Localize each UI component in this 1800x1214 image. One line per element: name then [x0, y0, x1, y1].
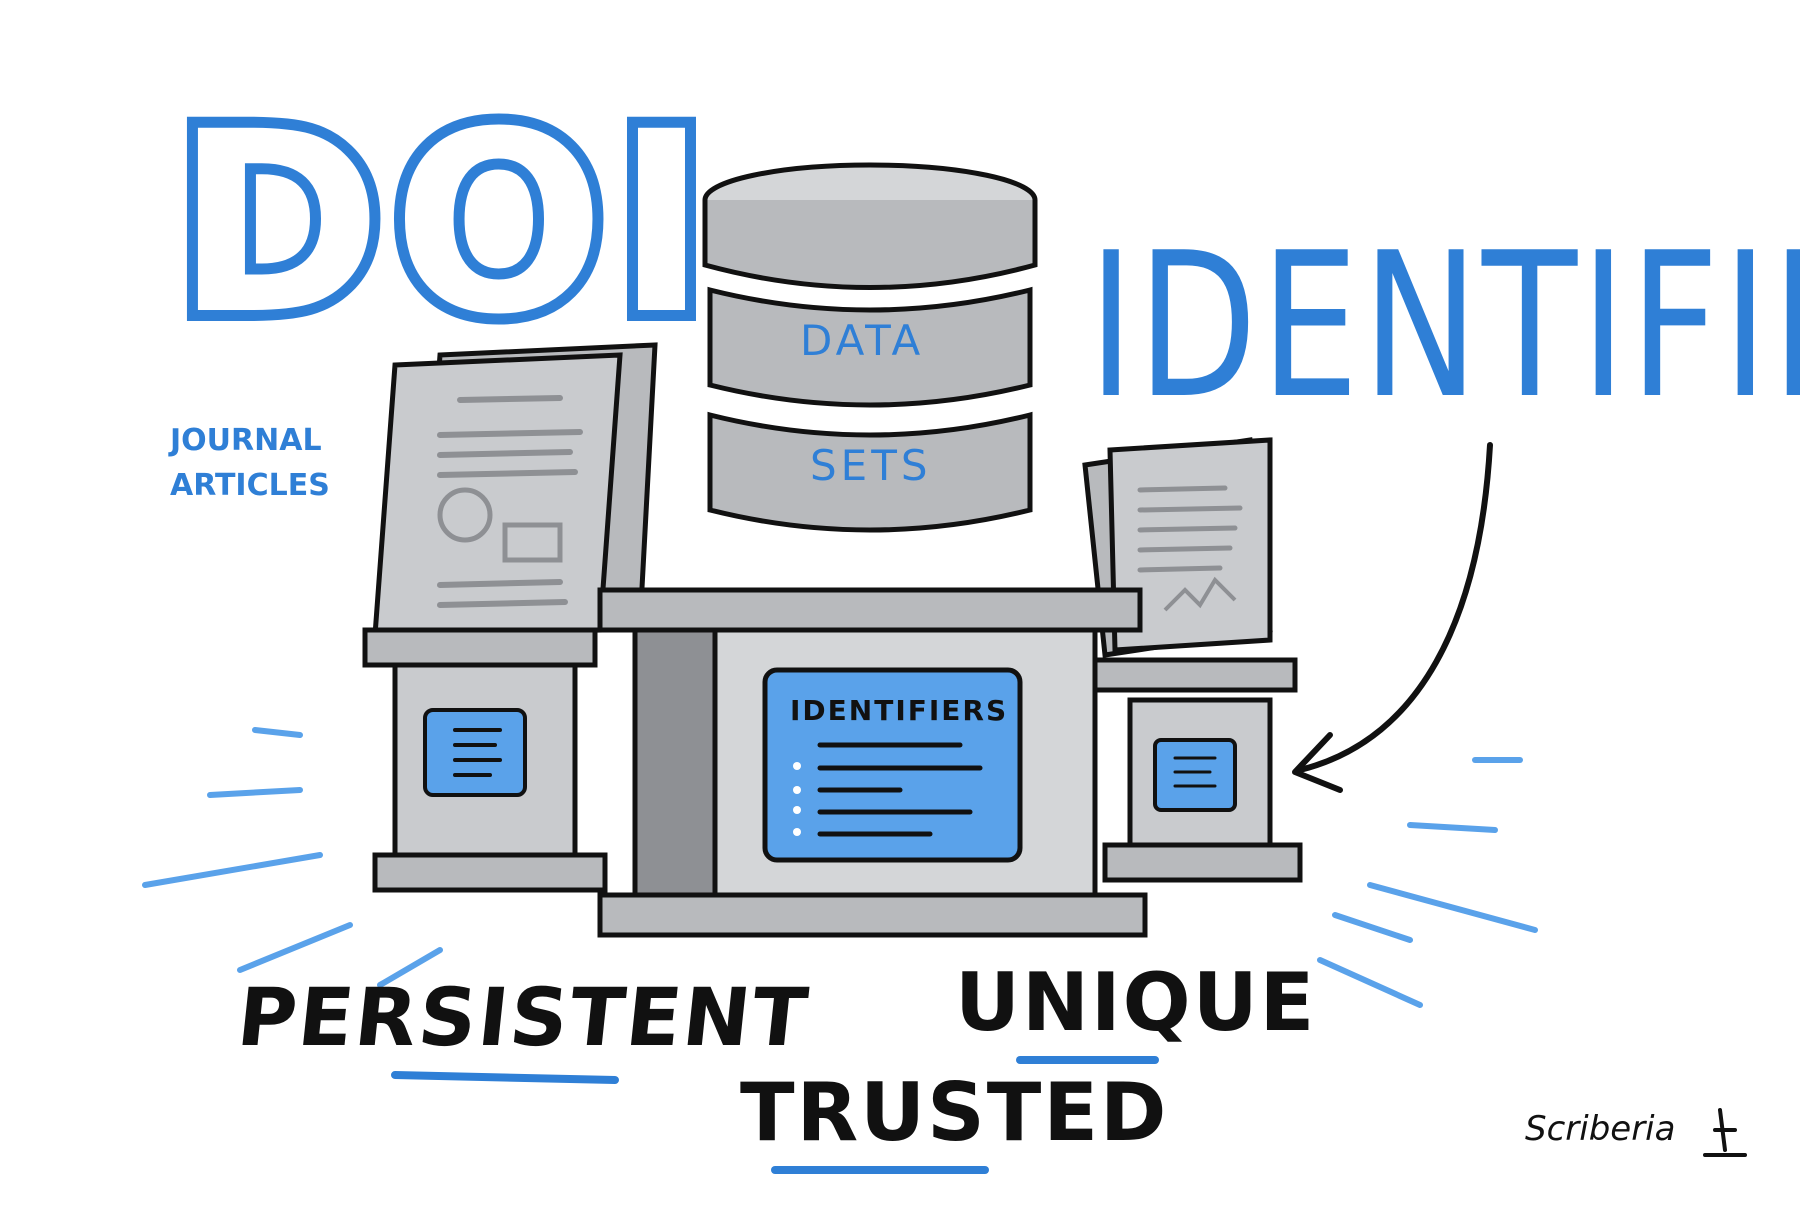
- identifiers-heading-text: IDENTIFIERS: [1088, 211, 1800, 443]
- keyword-persistent: PERSISTENT: [233, 971, 813, 1064]
- keywords: PERSISTENT UNIQUE TRUSTED: [233, 956, 1316, 1174]
- journal-note-line2: ARTICLES: [170, 468, 330, 503]
- signature-text: Scriberia: [1525, 1109, 1675, 1149]
- main-pedestal: IDENTIFIERS: [597, 587, 1148, 938]
- database-stack: DATA SETS: [702, 162, 1038, 533]
- identifiers-heading: IDENTIFIERS: [1088, 211, 1800, 443]
- doi-title: DOI: [164, 67, 719, 380]
- doi-title-text: DOI: [175, 78, 718, 369]
- journal-article-left: [372, 342, 658, 638]
- arrow-head-icon: [1292, 732, 1343, 793]
- signature: Scriberia: [1525, 1108, 1747, 1157]
- db-label-sets: SETS: [810, 441, 932, 490]
- right-plinth: [1092, 657, 1303, 883]
- journal-articles-note: JOURNAL ARTICLES: [168, 423, 330, 503]
- plaque-title: IDENTIFIERS: [790, 694, 1008, 727]
- right-plinth-plaque: [1153, 738, 1237, 812]
- line-chart-icon: [1163, 576, 1237, 612]
- keyword-unique: UNIQUE: [955, 956, 1316, 1049]
- keyword-trusted: TRUSTED: [740, 1066, 1168, 1159]
- left-plinth: [362, 627, 608, 893]
- journal-note-line1: JOURNAL: [168, 423, 322, 458]
- motion-lines-left: [142, 727, 443, 988]
- db-label-data: DATA: [800, 316, 924, 365]
- microscope-icon: [1703, 1108, 1747, 1157]
- pie-chart-icon: [437, 487, 493, 543]
- left-plinth-plaque: [423, 708, 527, 797]
- arrow-icon: [1297, 442, 1493, 773]
- motion-lines-right: [1317, 757, 1538, 1008]
